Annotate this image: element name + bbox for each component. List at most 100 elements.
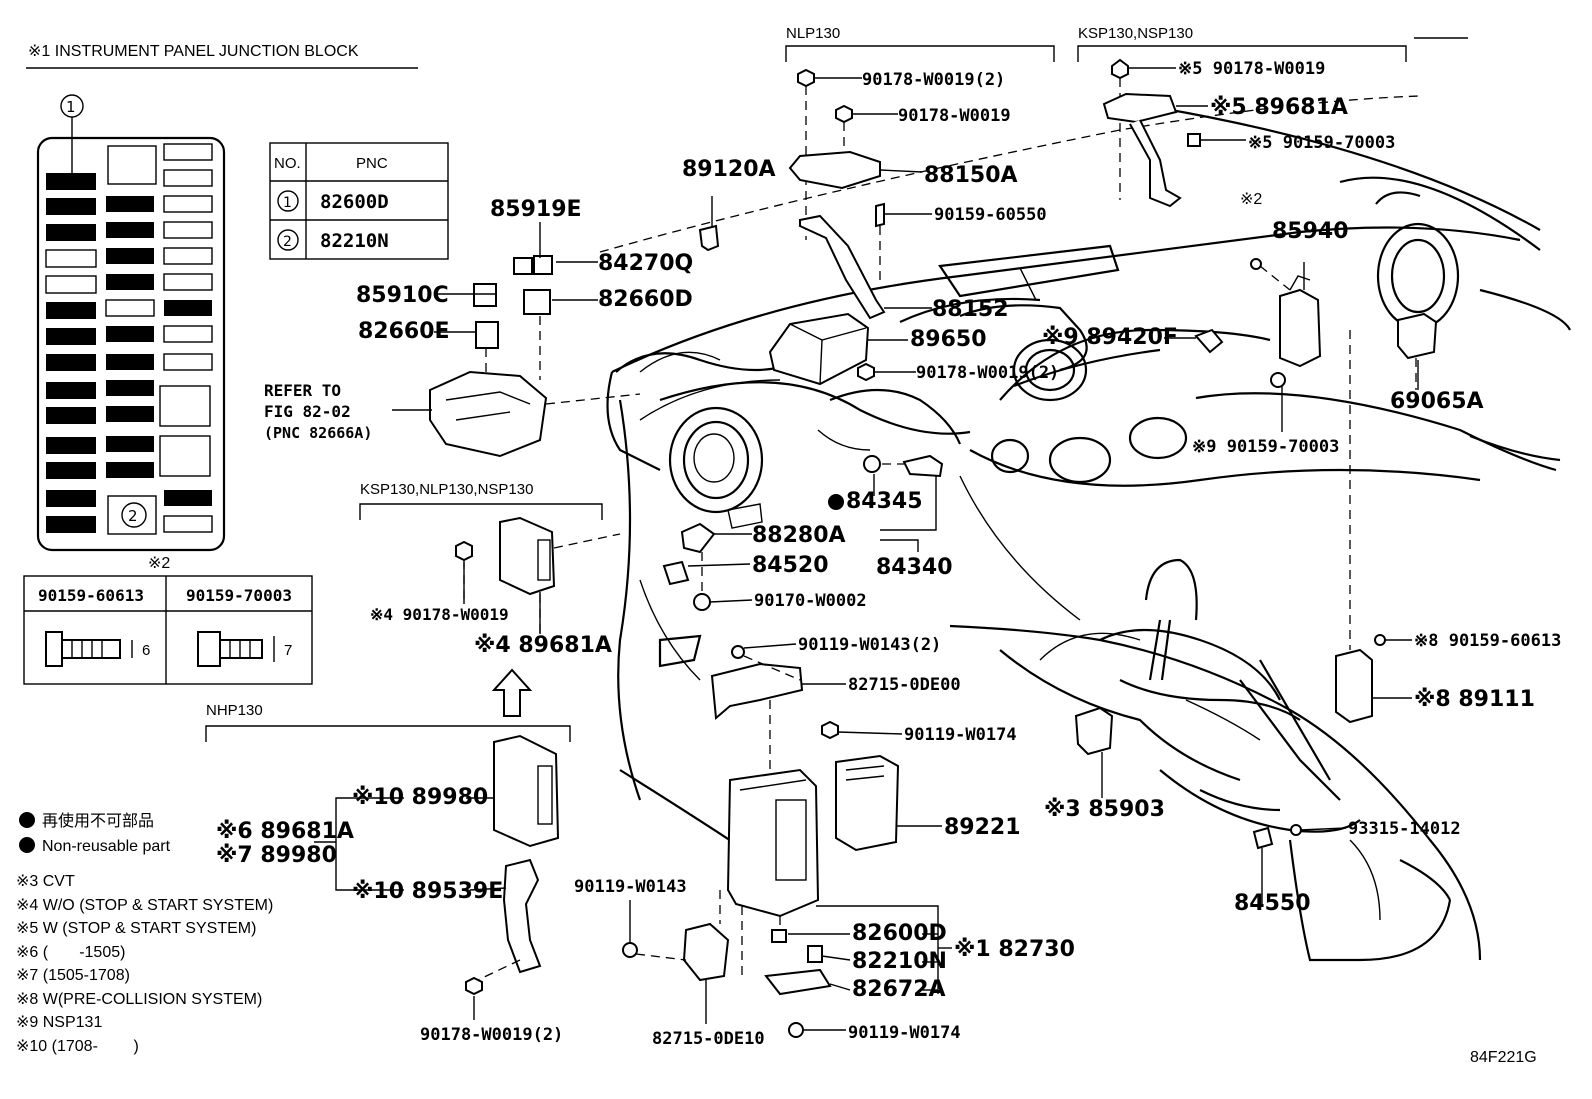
bracket-82715-0de10: [682, 922, 730, 982]
label-82715-0de10: 82715-0DE10: [652, 1029, 765, 1049]
bracket-89539e: [502, 858, 542, 974]
label-90159-60550: 90159-60550: [934, 205, 1047, 225]
legend-note-9: ※9 NSP131: [16, 1014, 102, 1031]
label-89120a: 89120A: [682, 157, 776, 182]
module-89650: [768, 312, 870, 386]
label-90119-w0143: 90119-W0143: [574, 877, 687, 897]
bolt-table: ※2 90159-60613 90159-70003 6 7: [23, 555, 313, 685]
label-9-89420f: ※9 89420F: [1042, 325, 1178, 350]
leader-lines: [314, 67, 1419, 1031]
label-82672a: 82672A: [852, 977, 946, 1002]
label-88152: 88152: [932, 297, 1009, 322]
legend-nonreusable-en: Non-reusable part: [42, 838, 171, 855]
sensor-89120a: [698, 224, 720, 252]
label-88280a: 88280A: [752, 523, 846, 548]
bolt-dim-1: 6: [142, 642, 150, 659]
label-9-90159-70003: ※9 90159-70003: [1192, 437, 1339, 457]
bolt-table-note-mark: ※2: [148, 555, 170, 572]
fuse-grid: [45, 143, 213, 535]
pnc-table-row-2-no: 2: [283, 234, 292, 250]
label-84550: 84550: [1234, 891, 1311, 916]
label-6-89681a: ※6 89681A: [216, 819, 354, 844]
module-89980: [493, 734, 560, 848]
refer-line-3: (PNC 82666A): [264, 424, 372, 442]
label-7-89980: ※7 89980: [216, 843, 337, 868]
label-90119-w0174-a: 90119-W0174: [904, 725, 1017, 745]
callout-2-label: 2: [128, 507, 138, 525]
junction-block-assembly: [429, 370, 548, 458]
group-ksp-nlp-nsp130: KSP130,NLP130,NSP130: [360, 481, 533, 498]
label-90178-w0019-2-mid: 90178-W0019(2): [916, 363, 1059, 383]
label-1-82730: ※1 82730: [954, 937, 1075, 962]
label-90119-w0174-b: 90119-W0174: [848, 1023, 961, 1043]
label-93315-14012: 93315-14012: [1348, 819, 1461, 839]
pnc-table-header-no: NO.: [274, 155, 301, 172]
label-84340: 84340: [876, 555, 953, 580]
legend-note-8: ※8 W(PRE-COLLISION SYSTEM): [16, 991, 262, 1008]
junction-block-title: ※1 INSTRUMENT PANEL JUNCTION BLOCK: [28, 43, 359, 60]
label-8-89111: ※8 89111: [1414, 687, 1535, 712]
legend-note-3: ※3 CVT: [16, 873, 75, 890]
label-2-mark: ※2: [1240, 191, 1262, 208]
junction-block-outline: [36, 136, 226, 552]
label-90178-w0019-2-top: 90178-W0019(2): [862, 70, 1005, 90]
pnc-table-row-1-no: 1: [283, 195, 292, 211]
label-10-89980: ※10 89980: [352, 785, 488, 810]
pnc-table-row-1-pnc: 82600D: [320, 191, 389, 213]
refer-line-1: REFER TO: [264, 381, 341, 400]
label-8-90159-60613: ※8 90159-60613: [1414, 631, 1561, 651]
module-89681a-upper: [1102, 92, 1178, 124]
legend-dot-en: [19, 837, 35, 853]
bracket-82715-0de00: [710, 662, 804, 721]
group-brackets: NLP130 KSP130,NSP130 KSP130,NLP130,NSP13…: [205, 25, 1468, 742]
label-84520: 84520: [752, 553, 829, 578]
bolt-60613-icon: [45, 631, 133, 667]
label-89221: 89221: [944, 815, 1021, 840]
callout-2-circle: [121, 502, 147, 528]
callout-1-label: 1: [66, 98, 76, 116]
relay-85903: [1074, 706, 1114, 756]
label-5-90178-w0019: ※5 90178-W0019: [1178, 59, 1325, 79]
instrument-panel-outline: [599, 95, 1571, 962]
label-82660d: 82660D: [598, 287, 693, 312]
legend-note-10: ※10 (1708- ): [16, 1038, 139, 1055]
label-84345: 84345: [846, 489, 923, 514]
label-10-89539e: ※10 89539E: [352, 879, 503, 904]
label-89650: 89650: [910, 327, 987, 352]
group-nhp130: NHP130: [206, 702, 263, 719]
legend-dot-jp: [19, 812, 35, 828]
pnc-table-header-pnc: PNC: [356, 155, 388, 172]
label-85910c: 85910C: [356, 283, 449, 308]
sensor-85940: [1279, 288, 1322, 368]
label-88150a: 88150A: [924, 163, 1018, 188]
module-89681a-mid: [499, 516, 556, 596]
ecu-89221: [835, 754, 900, 852]
legend-note-6: ※6 ( -1505): [16, 944, 125, 961]
bolt-dim-2: 7: [284, 642, 292, 659]
pnc-table-row-2-pnc: 82210N: [320, 230, 389, 252]
switch-69065a: [1397, 312, 1438, 360]
sensor-89420f: [1194, 328, 1224, 354]
label-90119-w0143-2: 90119-W0143(2): [798, 635, 941, 655]
legend: 再使用不可部品 Non-reusable part ※3 CVT ※4 W/O …: [16, 812, 273, 1055]
label-82715-0de00: 82715-0DE00: [848, 675, 961, 695]
group-nlp130: NLP130: [786, 25, 840, 42]
label-85919e: 85919E: [490, 197, 582, 222]
label-4-90178-w0019: ※4 90178-W0019: [370, 605, 509, 624]
label-4-89681a: ※4 89681A: [474, 633, 612, 658]
group-ksp130-nsp130: KSP130,NSP130: [1078, 25, 1193, 42]
label-3-85903: ※3 85903: [1044, 797, 1165, 822]
label-90178-w0019-top: 90178-W0019: [898, 106, 1011, 126]
junction-block-82730: [726, 768, 820, 918]
label-90170-w0002: 90170-W0002: [754, 591, 867, 611]
pnc-table: NO. PNC 1 82600D 2 82210N: [269, 142, 449, 260]
label-5-89681a: ※5 89681A: [1210, 95, 1348, 120]
up-arrow-icon: [491, 668, 533, 717]
part-labels: 90178-W0019(2) 90178-W0019 88150A 90159-…: [216, 59, 1561, 1049]
label-82660e: 82660E: [358, 319, 450, 344]
label-69065a: 69065A: [1390, 389, 1484, 414]
nonreusable-dot-84345: [828, 494, 844, 510]
bolt-70003-icon: [197, 631, 275, 667]
refer-line-2: FIG 82-02: [264, 402, 351, 421]
figure-code: 84F221G: [1470, 1049, 1537, 1066]
